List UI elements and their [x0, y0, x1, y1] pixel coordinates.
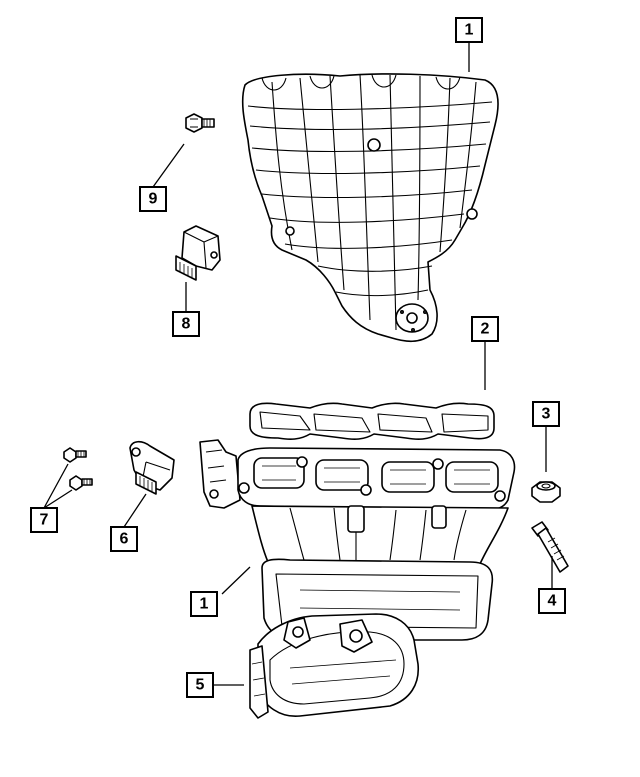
callout-9: 9 — [139, 186, 167, 212]
callout-1-bottom-label: 1 — [200, 596, 209, 613]
sensor-part-6 — [129, 440, 175, 495]
callout-5-label: 5 — [196, 677, 205, 694]
bolt-part-9 — [185, 113, 215, 133]
callout-4-label: 4 — [548, 593, 557, 610]
bolt-part-4 — [531, 521, 569, 573]
sensor-part-8 — [175, 225, 221, 281]
callout-3-label: 3 — [542, 406, 551, 423]
callout-7-label: 7 — [40, 512, 49, 529]
callout-2-label: 2 — [481, 321, 490, 338]
callout-4: 4 — [538, 588, 566, 614]
intake-manifold — [199, 439, 516, 719]
callout-8: 8 — [172, 311, 200, 337]
nut-part-3 — [531, 481, 561, 503]
callout-9-label: 9 — [149, 191, 158, 208]
callout-3: 3 — [532, 401, 560, 427]
callout-5: 5 — [186, 672, 214, 698]
callout-6: 6 — [110, 526, 138, 552]
leader-1-bottom — [221, 566, 251, 595]
callout-2: 2 — [471, 316, 499, 342]
gasket-part-2 — [249, 402, 495, 440]
manifold-upper-shield — [241, 73, 499, 343]
leader-9 — [152, 143, 185, 188]
leader-7 — [43, 463, 69, 509]
callout-6-label: 6 — [120, 531, 129, 548]
callout-7: 7 — [30, 507, 58, 533]
callout-1-top-label: 1 — [465, 22, 474, 39]
leader-7b — [43, 489, 73, 509]
callout-8-label: 8 — [182, 316, 191, 333]
callout-1-top: 1 — [455, 17, 483, 43]
callout-1-bottom: 1 — [190, 591, 218, 617]
leader-6 — [123, 493, 147, 528]
studs-part-7 — [63, 447, 93, 491]
leader-lines — [43, 42, 553, 686]
